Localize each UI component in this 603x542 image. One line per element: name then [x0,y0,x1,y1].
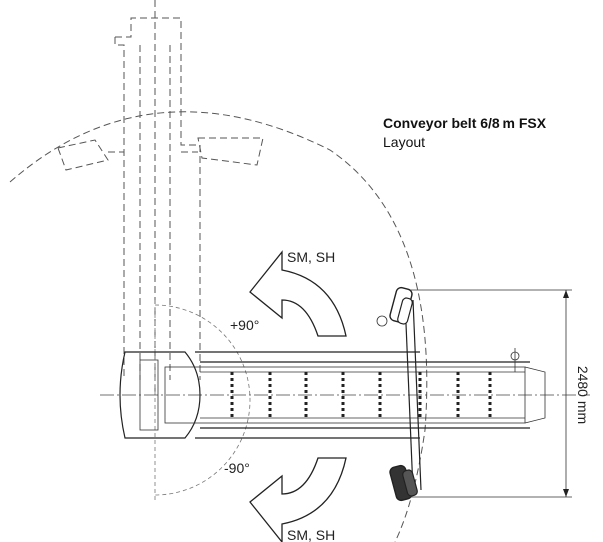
rotation-arrow-up [249,250,347,337]
drawing-subtitle: Layout [383,134,426,150]
conveyor-horizontal [100,351,590,439]
pivot-arc-inner [154,304,251,496]
swing-radius-arc [9,111,428,542]
width-dimension [410,289,572,498]
drawing-title: Conveyor belt 6/8 m FSX [383,115,547,131]
axle-and-wheels [376,286,520,502]
rotated-conveyor-ghost [57,0,264,395]
lower-model-label: SM, SH [287,527,335,542]
width-dimension-label: 2480 mm [575,366,591,424]
upper-angle-label: +90° [230,317,259,333]
lower-angle-label: -90° [224,460,250,476]
rotation-arrow-down [249,457,347,542]
belt-cleats [230,372,492,418]
upper-model-label: SM, SH [287,249,335,265]
title-block: Conveyor belt 6/8 m FSX Layout [383,113,546,151]
